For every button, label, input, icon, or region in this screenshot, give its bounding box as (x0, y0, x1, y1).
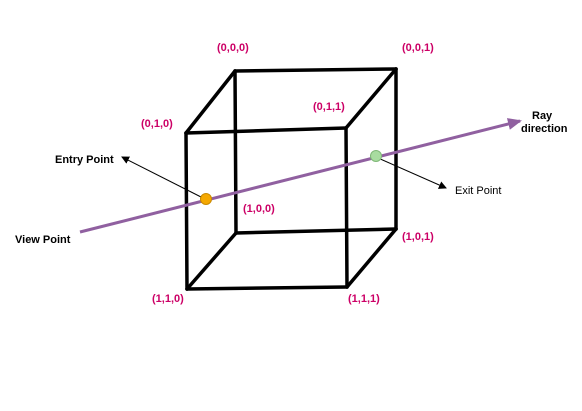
vertex-label-000: (0,0,0) (217, 42, 249, 54)
edge-back-left (233, 69, 238, 235)
edge-top-left-depth (184, 69, 237, 135)
edge-top-right-depth (344, 67, 398, 130)
exit-pointer-arrow (377, 157, 447, 189)
vertex-label-100: (1,0,0) (243, 203, 275, 215)
edge-back-top (233, 67, 398, 73)
cube-edges (184, 67, 398, 291)
edge-bottom-left-depth (185, 231, 238, 291)
entry-pointer-arrow (121, 156, 204, 199)
vertex-label-010: (0,1,0) (141, 118, 173, 130)
edge-front-left (184, 131, 189, 291)
vertex-label-011: (0,1,1) (313, 101, 345, 113)
ray-direction-label-line2: direction (521, 123, 568, 135)
edge-bottom-right-depth (345, 227, 398, 289)
ray-line (79, 118, 522, 234)
entry-point-marker (200, 193, 212, 205)
vertex-label-111: (1,1,1) (348, 293, 380, 305)
entry-point-label: Entry Point (55, 154, 114, 166)
exit-point-label: Exit Point (455, 185, 501, 197)
view-point-label: View Point (15, 234, 71, 246)
edge-back-bottom (234, 227, 398, 235)
vertex-label-110: (1,1,0) (152, 293, 184, 305)
exit-point-marker (370, 150, 382, 162)
edge-front-bottom (185, 285, 349, 291)
edge-front-top (184, 126, 348, 135)
edge-front-right (344, 126, 349, 289)
ray-direction-label-line1: Ray (532, 110, 553, 122)
vertex-label-001: (0,0,1) (402, 42, 434, 54)
vertex-label-101: (1,0,1) (402, 231, 434, 243)
